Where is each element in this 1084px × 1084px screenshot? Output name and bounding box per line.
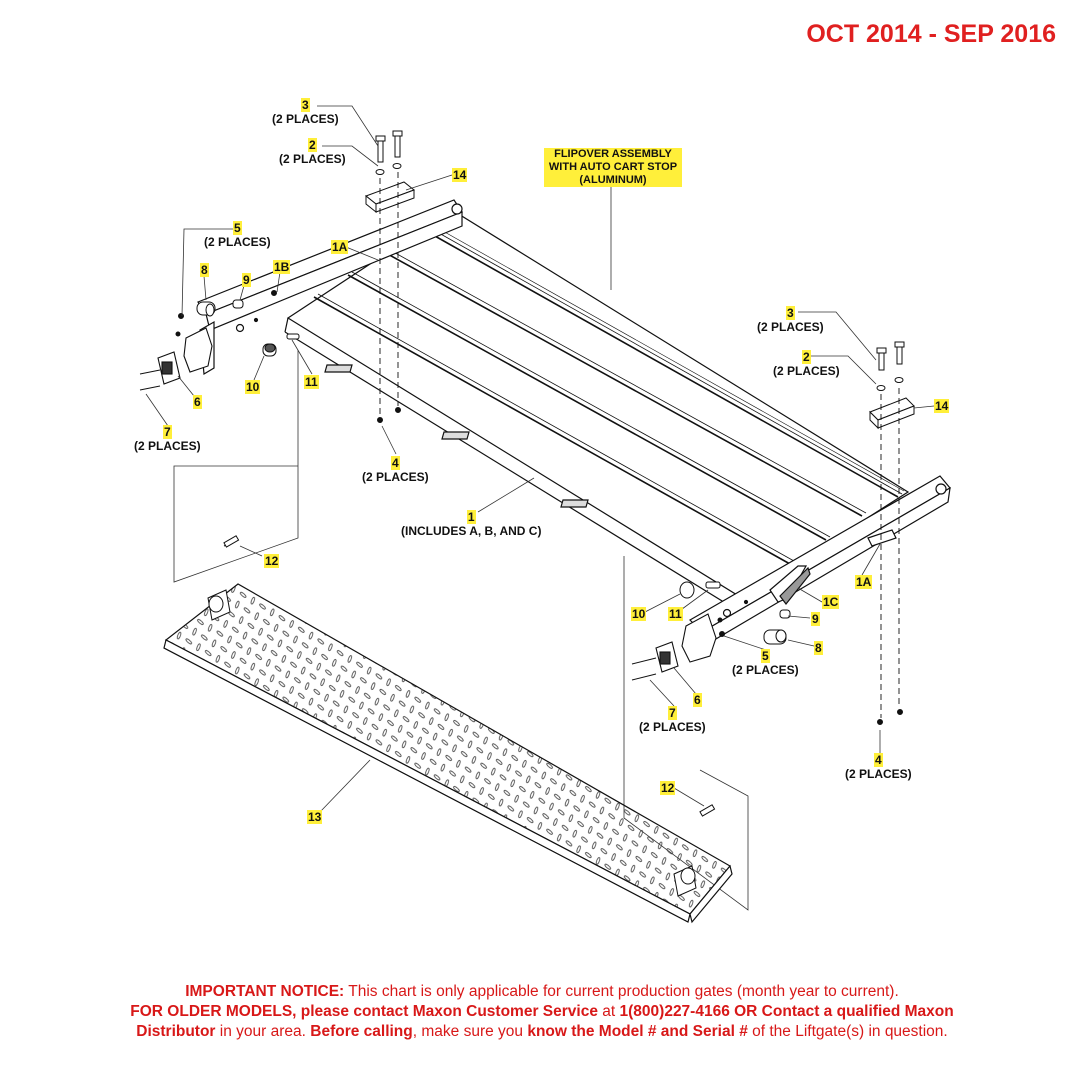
callout-10: 10	[245, 380, 261, 394]
callout-6: 6	[193, 395, 202, 409]
callout-9: 9	[242, 273, 251, 287]
callout-4: 4(2 PLACES)	[362, 456, 429, 484]
top-right-fasteners	[869, 341, 915, 725]
callout-7: 7(2 PLACES)	[639, 706, 706, 734]
right-small-parts	[631, 581, 791, 681]
projection-lines	[173, 350, 749, 911]
callout-10: 10	[631, 607, 647, 621]
top-left-fasteners	[364, 130, 416, 423]
date-range-header: OCT 2014 - SEP 2016	[806, 20, 1056, 48]
callout-3: 3(2 PLACES)	[272, 98, 339, 126]
callout-12: 12	[660, 781, 676, 795]
callout-1c: 1C	[822, 595, 840, 609]
callout-1a: 1A	[855, 575, 873, 589]
deck-ribs	[313, 225, 905, 565]
callout-2: 2(2 PLACES)	[773, 350, 840, 378]
callout-13: 13	[307, 810, 323, 824]
callout-14: 14	[452, 168, 468, 182]
callout-11: 11	[668, 607, 683, 621]
callout-7: 7(2 PLACES)	[134, 425, 201, 453]
callout-6: 6	[693, 693, 702, 707]
callout-1: 1(INCLUDES A, B, AND C)	[401, 510, 542, 538]
top-right-dashed	[880, 388, 900, 718]
top-left-dashed	[379, 172, 399, 416]
callout-1b: 1B	[273, 260, 291, 274]
callout-9: 9	[811, 612, 820, 626]
left-bracket	[157, 327, 213, 385]
callout-8: 8	[200, 263, 209, 277]
callout-5: 5(2 PLACES)	[204, 221, 271, 249]
ramp-hinges	[207, 535, 716, 897]
callout-11: 11	[304, 375, 319, 389]
platform-deck	[284, 209, 910, 613]
callout-3: 3(2 PLACES)	[757, 306, 824, 334]
callout-2: 2(2 PLACES)	[279, 138, 346, 166]
deck-tabs	[324, 364, 589, 508]
important-notice: IMPORTANT NOTICE: This chart is only app…	[130, 983, 954, 1040]
callout-12: 12	[264, 554, 280, 568]
callout-5: 5(2 PLACES)	[732, 649, 799, 677]
left-small-parts	[139, 290, 300, 391]
assembly-title: FLIPOVER ASSEMBLY WITH AUTO CART STOP (A…	[544, 148, 682, 187]
callout-1a: 1A	[331, 240, 349, 254]
flipover-plate	[163, 583, 733, 924]
right-arm	[689, 475, 951, 647]
callout-8: 8	[814, 641, 823, 655]
right-bracket	[655, 613, 717, 673]
callout-4: 4(2 PLACES)	[845, 753, 912, 781]
callout-14: 14	[934, 399, 950, 413]
